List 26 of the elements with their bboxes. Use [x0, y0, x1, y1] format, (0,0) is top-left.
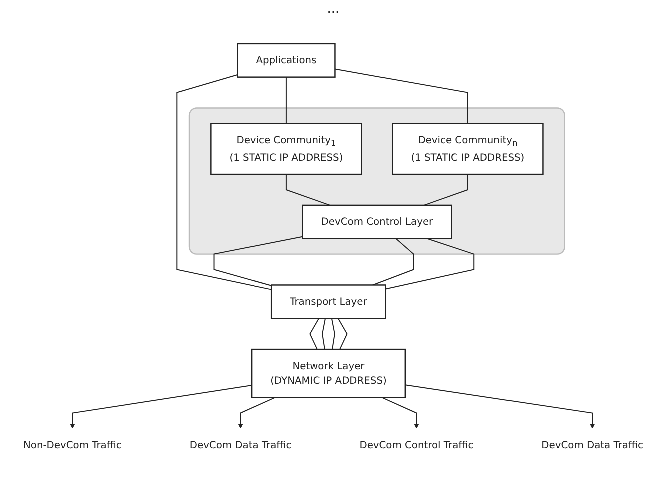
arrow: [404, 384, 596, 429]
connector: [286, 76, 287, 124]
node-text: DevCom Control Traffic: [360, 439, 474, 451]
node-box: Device Community$_{1}$ (1 STATIC IP ADDRESS): [210, 123, 362, 176]
connector: [372, 238, 414, 286]
node-box: Transport Layer: [270, 284, 386, 320]
arrow: [238, 397, 276, 429]
node-text: Non-DevCom Traffic: [24, 439, 122, 451]
node-box: Device Community$_{n}$ (1 STATIC IP ADDRESS): [392, 123, 544, 176]
node-box: Network Layer (DYNAMIC IP ADDRESS): [251, 348, 406, 398]
connector: [334, 68, 468, 124]
connector: [310, 318, 320, 350]
arrow: [70, 385, 253, 429]
connector: [176, 74, 272, 290]
connector: [385, 238, 475, 290]
node-box: DevCom Control Layer: [302, 204, 452, 240]
connector: [338, 318, 348, 350]
cluster: [188, 108, 566, 255]
node-text: DevCom Data Traffic: [190, 439, 292, 451]
node-text: DevCom Data Traffic: [542, 439, 644, 451]
connector: [331, 318, 336, 350]
ellipsis-text: ...: [327, 2, 340, 17]
connector: [322, 318, 326, 350]
node-box: Applications: [237, 43, 336, 78]
connector: [214, 236, 304, 286]
arrow: [382, 397, 420, 429]
